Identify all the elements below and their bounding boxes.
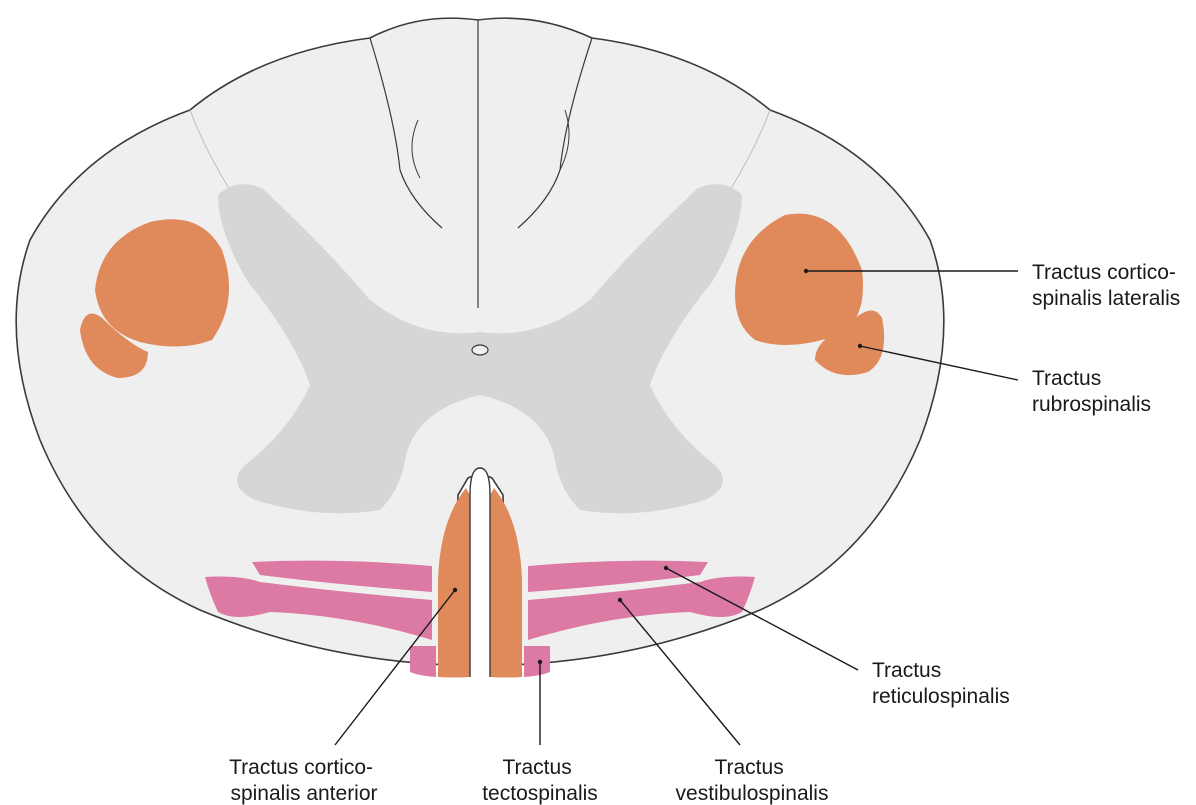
anchor-vestibulospinal [618, 598, 622, 602]
tectospinal-left [410, 646, 436, 677]
label-rubrospinal: Tractus rubrospinalis [1032, 367, 1151, 416]
tectospinal-right [524, 646, 550, 677]
anchor-tectospinal [538, 660, 542, 664]
anterior-median-fissure [470, 468, 490, 677]
label-rubrospinal-line2: rubrospinalis [1032, 393, 1151, 416]
label-corticospinal-anterior-line2: spinalis anterior [230, 782, 377, 805]
anchor-reticulospinal [664, 566, 668, 570]
label-vestibulospinal: Tractus vestibulospinalis [676, 756, 829, 805]
central-canal [472, 345, 488, 355]
label-rubrospinal-line1: Tractus [1032, 367, 1101, 390]
label-corticospinal-lateral-line2: spinalis lateralis [1032, 287, 1180, 310]
label-corticospinal-anterior-line1: Tractus cortico- [229, 756, 373, 779]
label-tectospinal-line1: Tractus [502, 756, 571, 779]
anchor-rubrospinal [858, 344, 862, 348]
label-corticospinal-lateral: Tractus cortico- spinalis lateralis [1032, 261, 1182, 310]
label-corticospinal-lateral-line1: Tractus cortico- [1032, 261, 1176, 284]
label-tectospinal-line2: tectospinalis [482, 782, 598, 805]
anchor-corticospinal-anterior [453, 588, 457, 592]
label-vestibulospinal-line1: Tractus [714, 756, 783, 779]
label-reticulospinal-line2: reticulospinalis [872, 685, 1010, 708]
label-vestibulospinal-line2: vestibulospinalis [676, 782, 829, 805]
label-corticospinal-anterior: Tractus cortico- spinalis anterior [229, 756, 379, 805]
label-reticulospinal-line1: Tractus [872, 659, 941, 682]
anchor-corticospinal-lateral [804, 269, 808, 273]
label-reticulospinal: Tractus reticulospinalis [872, 659, 1010, 708]
label-tectospinal: Tractus tectospinalis [482, 756, 598, 805]
